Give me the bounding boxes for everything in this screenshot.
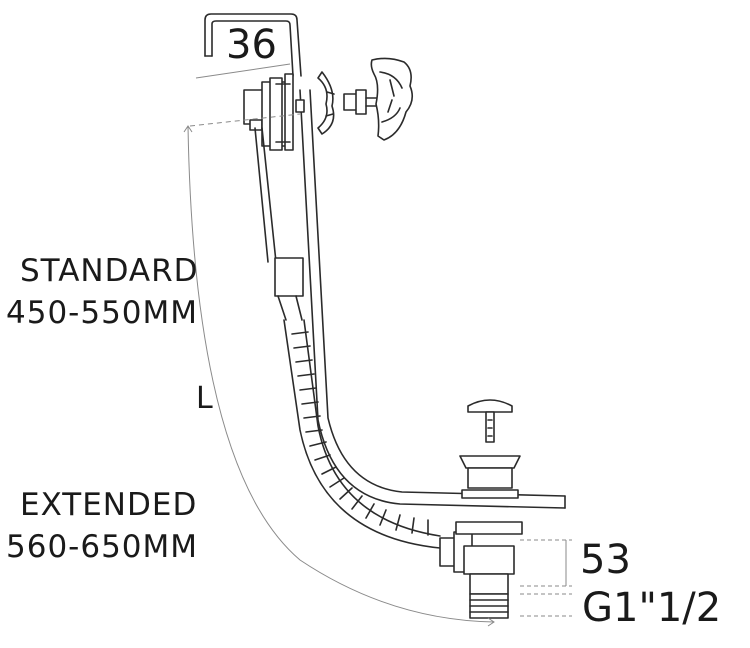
overflow-pipe [204,13,566,509]
overflow-cover-parts [295,57,414,141]
flexible-hose [283,319,441,549]
overflow-width-dimension: 36 [226,22,277,68]
extended-range: 560-650MM [6,529,199,565]
connecting-tube [254,127,304,321]
length-symbol: L [196,381,213,416]
waste-plug-parts [459,399,521,499]
dimension-lines [183,63,572,627]
waste-body [439,521,523,619]
extended-label: EXTENDED [20,487,198,523]
thread-size-label: G1"1/2 [582,585,722,631]
standard-range: 450-550MM [6,295,199,331]
overflow-head [243,73,294,151]
standard-label: STANDARD [20,253,199,289]
waste-height-dimension: 53 [580,537,631,583]
